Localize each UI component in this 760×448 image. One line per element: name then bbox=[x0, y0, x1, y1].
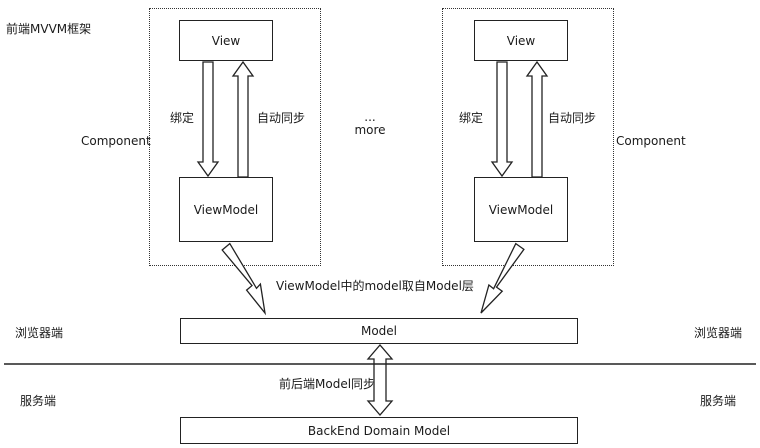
more-label: more bbox=[354, 123, 386, 137]
right-viewmodel-box: ViewModel bbox=[474, 177, 568, 242]
right-component-label: Component bbox=[616, 134, 686, 148]
right-sync-arrow bbox=[525, 60, 549, 178]
left-viewmodel-label: ViewModel bbox=[193, 202, 259, 217]
left-viewmodel-box: ViewModel bbox=[179, 177, 273, 242]
browser-left-label: 浏览器端 bbox=[15, 326, 64, 340]
vm-from-model-label: ViewModel中的model取自Model层 bbox=[276, 279, 474, 293]
left-vm-to-model-arrow bbox=[221, 242, 267, 316]
right-bind-label: 绑定 bbox=[459, 111, 484, 125]
more-dots: ... bbox=[364, 110, 376, 124]
browser-right-label: 浏览器端 bbox=[694, 326, 743, 340]
right-component-container bbox=[442, 8, 614, 266]
left-sync-arrow bbox=[231, 60, 255, 178]
right-view-box: View bbox=[474, 20, 568, 61]
model-box: Model bbox=[180, 318, 578, 344]
right-sync-label: 自动同步 bbox=[548, 111, 597, 125]
left-sync-label: 自动同步 bbox=[257, 111, 306, 125]
left-component-label: Component bbox=[81, 134, 151, 148]
right-view-label: View bbox=[506, 33, 536, 48]
model-backend-sync-arrow bbox=[366, 344, 394, 416]
server-left-label: 服务端 bbox=[20, 394, 57, 408]
model-label: Model bbox=[360, 324, 398, 338]
right-vm-to-model-arrow bbox=[480, 242, 525, 314]
right-bind-arrow bbox=[490, 61, 514, 178]
backend-model-box: BackEnd Domain Model bbox=[180, 417, 578, 444]
left-view-box: View bbox=[179, 20, 273, 61]
diagram-title: 前端MVVM框架 bbox=[6, 22, 92, 36]
left-bind-label: 绑定 bbox=[170, 111, 195, 125]
backend-model-label: BackEnd Domain Model bbox=[307, 423, 451, 438]
right-viewmodel-label: ViewModel bbox=[488, 202, 554, 217]
server-right-label: 服务端 bbox=[700, 394, 737, 408]
left-bind-arrow bbox=[196, 61, 220, 178]
sync-model-label: 前后端Model同步 bbox=[279, 377, 376, 391]
left-view-label: View bbox=[211, 33, 241, 48]
